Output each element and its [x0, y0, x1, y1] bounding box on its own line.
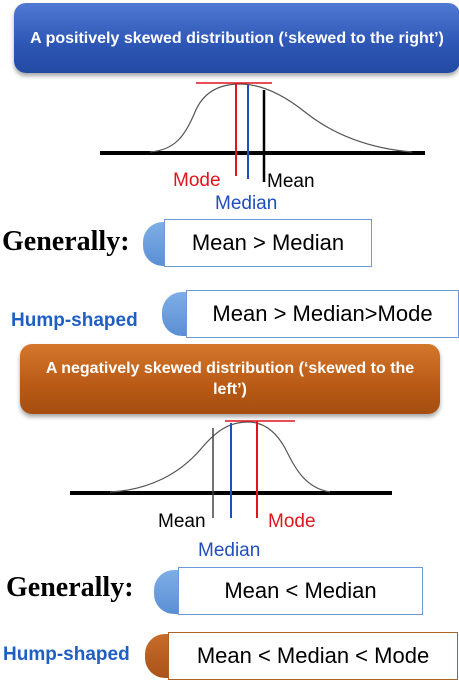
- positive-median-label: Median: [215, 193, 278, 214]
- positive-skew-curve-diagram: [100, 82, 425, 182]
- positive-generally-label: Generally:: [2, 226, 130, 257]
- negative-skew-curve-diagram: [70, 420, 392, 518]
- negative-generally-tab: [154, 570, 180, 614]
- negative-mode-label: Mode: [268, 511, 316, 532]
- positive-hump-shaped-label: Hump-shaped: [11, 310, 138, 331]
- positive-distribution-curve: [149, 83, 413, 153]
- positive-mean-label: Mean: [267, 171, 315, 192]
- positive-mode-label: Mode: [173, 170, 221, 191]
- negative-distribution-curve: [109, 421, 331, 493]
- positive-generally-tab: [143, 222, 167, 266]
- negative-hump-relation: Mean < Median < Mode: [196, 643, 430, 668]
- positive-skew-title-banner: A positively skewed distribution (‘skewe…: [14, 3, 459, 73]
- negative-hump-relation-box: Mean < Median < Mode: [168, 632, 458, 680]
- negative-hump-shaped-label: Hump-shaped: [3, 644, 130, 665]
- negative-generally-label: Generally:: [6, 572, 134, 603]
- negative-mean-label: Mean: [158, 511, 206, 532]
- negative-hump-tab: [145, 634, 171, 678]
- positive-generally-relation-box: Mean > Median: [164, 219, 372, 267]
- positive-hump-tab: [162, 292, 188, 336]
- positive-hump-relation: Mean > Median>Mode: [212, 301, 433, 326]
- positive-hump-relation-box: Mean > Median>Mode: [186, 290, 459, 338]
- negative-median-label: Median: [198, 540, 261, 561]
- positive-skew-title: A positively skewed distribution (‘skewe…: [30, 29, 444, 47]
- negative-generally-relation: Mean < Median: [224, 578, 377, 603]
- negative-skew-title: A negatively skewed distribution (‘skewe…: [45, 360, 415, 398]
- negative-skew-title-banner: A negatively skewed distribution (‘skewe…: [20, 344, 440, 414]
- negative-generally-relation-box: Mean < Median: [178, 567, 423, 615]
- positive-generally-relation: Mean > Median: [191, 230, 345, 255]
